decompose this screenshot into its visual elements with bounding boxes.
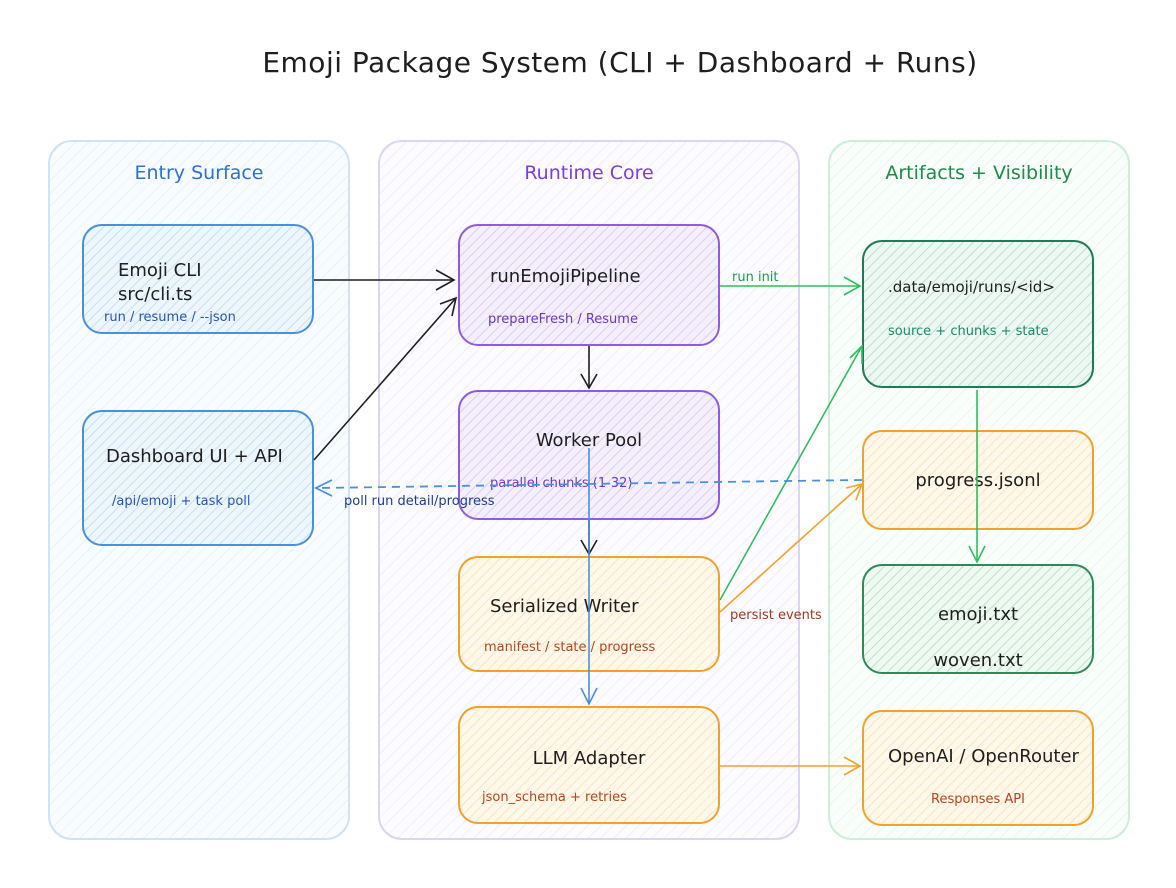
node-openai-openrouter[interactable]: OpenAI / OpenRouter Responses API xyxy=(862,710,1094,826)
runs-contents: source + chunks + state xyxy=(888,324,1049,339)
node-runs-directory[interactable]: .data/emoji/runs/<id> source + chunks + … xyxy=(862,240,1094,388)
provider-name: OpenAI / OpenRouter xyxy=(888,746,1079,767)
cli-name: Emoji CLI xyxy=(118,260,202,281)
edge-pool-to-llm xyxy=(580,448,598,706)
label-persist-events: persist events xyxy=(730,608,822,623)
edge-pipeline-to-pool xyxy=(580,346,598,390)
pool-name: Worker Pool xyxy=(535,430,643,451)
dashboard-api: /api/emoji + task poll xyxy=(112,494,251,509)
node-llm-adapter[interactable]: LLM Adapter json_schema + retries xyxy=(458,706,720,824)
lane-title-runtime: Runtime Core xyxy=(524,162,654,184)
edge-dashboard-to-pipeline xyxy=(313,296,458,461)
label-run-init: run init xyxy=(732,270,779,285)
pipeline-name: runEmojiPipeline xyxy=(490,266,641,287)
cli-commands: run / resume / --json xyxy=(104,310,236,325)
diagram-title: Emoji Package System (CLI + Dashboard + … xyxy=(262,46,978,79)
edge-cli-to-pipeline xyxy=(314,269,456,291)
node-progress-jsonl[interactable]: progress.jsonl xyxy=(862,430,1094,530)
output-woven-file: woven.txt xyxy=(933,650,1023,671)
edge-progress-to-dashboard xyxy=(313,479,863,497)
provider-api: Responses API xyxy=(931,792,1025,807)
node-run-pipeline[interactable]: runEmojiPipeline prepareFresh / Resume xyxy=(458,224,720,346)
cli-path: src/cli.ts xyxy=(118,284,193,305)
dashboard-name: Dashboard UI + API xyxy=(106,446,283,467)
label-poll-run-detail: poll run detail/progress xyxy=(344,494,495,509)
writer-name: Serialized Writer xyxy=(490,596,639,617)
edge-writer-to-runs xyxy=(719,344,863,601)
lane-title-artifacts: Artifacts + Visibility xyxy=(885,162,1073,184)
output-emoji-file: emoji.txt xyxy=(937,604,1019,625)
edge-runs-to-outputs xyxy=(968,390,986,564)
writer-files: manifest / state / progress xyxy=(484,640,656,655)
lane-title-entry: Entry Surface xyxy=(134,162,264,184)
progress-file: progress.jsonl xyxy=(915,470,1041,491)
edge-llm-to-openai xyxy=(720,756,862,776)
pipeline-modes: prepareFresh / Resume xyxy=(488,312,638,327)
node-emoji-cli[interactable]: Emoji CLI src/cli.ts run / resume / --js… xyxy=(82,224,314,334)
edge-pipeline-to-runs xyxy=(720,276,862,296)
node-dashboard[interactable]: Dashboard UI + API /api/emoji + task pol… xyxy=(82,410,314,546)
node-output-files[interactable]: emoji.txt woven.txt xyxy=(862,564,1094,674)
edge-writer-to-progress xyxy=(719,482,864,613)
llm-name: LLM Adapter xyxy=(532,748,646,769)
llm-features: json_schema + retries xyxy=(482,790,627,805)
runs-path: .data/emoji/runs/<id> xyxy=(888,278,1055,296)
